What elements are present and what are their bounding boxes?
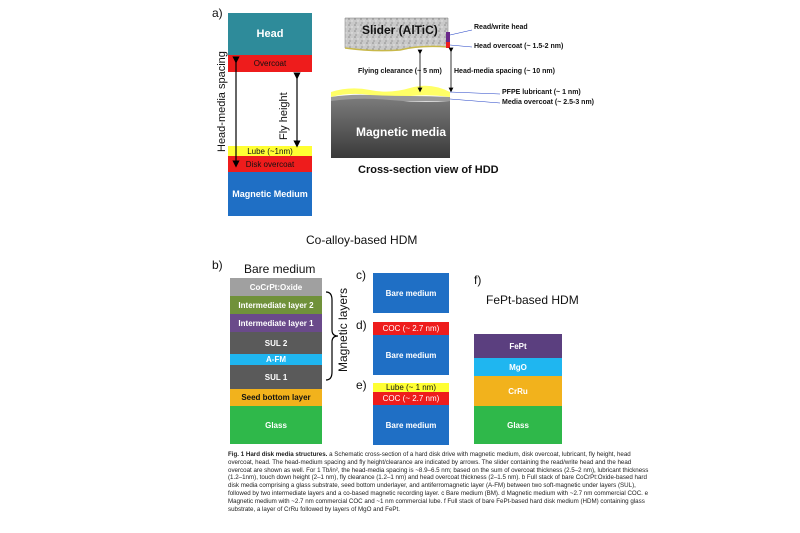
layer-mgo: MgO	[474, 358, 562, 376]
disk-overcoat-label: Disk overcoat	[245, 159, 295, 169]
magnetic-media-block	[331, 98, 450, 158]
layer-cocrpt-oxide: CoCrPt:Oxide	[230, 278, 322, 296]
layer-fept-glass: Glass	[474, 406, 562, 444]
media-overcoat-label: Media overcoat (~ 2.5-3 nm)	[502, 99, 595, 106]
head-overcoat-label: Head overcoat (~ 1.5-2 nm)	[474, 43, 564, 50]
panel-e-bare-medium: Bare medium	[373, 405, 449, 445]
panel-b-label: b)	[212, 258, 223, 272]
hdd-title: Cross-section view of HDD	[358, 164, 499, 176]
read-write-head	[446, 32, 450, 42]
layer-sul-1: SUL 1	[230, 365, 322, 389]
pfpe-label: PFPE lubricant (~ 1 nm)	[502, 89, 581, 96]
lube-layer: Lube (~1nm)	[228, 146, 312, 156]
panel-c-label: c)	[356, 268, 366, 282]
panel-f-title: FePt-based HDM	[486, 293, 579, 307]
layer-afm: A-FM	[230, 354, 322, 365]
magnetic-media-label: Magnetic media	[356, 125, 447, 139]
disk-overcoat-layer: Disk overcoat	[228, 156, 312, 172]
overcoat-label: Overcoat	[253, 59, 287, 68]
read-write-head-label: Read/write head	[474, 24, 528, 31]
lube-label: Lube (~1nm)	[247, 146, 293, 156]
hdd-head-media-spacing-label: Head-media spacing (~ 10 nm)	[454, 68, 555, 75]
panel-c-bare-medium: Bare medium	[373, 273, 449, 313]
head-layer-label: Head	[256, 28, 284, 40]
layer-fept: FePt	[474, 334, 562, 358]
slider-bottom-edge	[344, 45, 449, 52]
magnetic-medium-layer: Magnetic Medium	[228, 172, 312, 216]
co-alloy-title: Co-alloy-based HDM	[306, 233, 418, 247]
layer-intermediate-1: Intermediate layer 1	[230, 314, 322, 332]
head-layer: Head	[228, 13, 312, 55]
panel-e-lube: Lube (~ 1 nm)	[373, 383, 449, 392]
panel-e-coc: COC (~ 2.7 nm)	[373, 392, 449, 405]
layer-glass: Glass	[230, 406, 322, 444]
caption-title: Fig. 1 Hard disk media structures.	[228, 451, 328, 458]
panel-e-label: e)	[356, 378, 367, 392]
flying-clearance-label: Flying clearance (~ 5 nm)	[358, 68, 442, 75]
panel-a-label: a)	[212, 6, 223, 20]
layer-sul-2: SUL 2	[230, 332, 322, 354]
head-overcoat-mark	[446, 42, 450, 48]
magnetic-medium-label: Magnetic Medium	[232, 189, 308, 199]
head-overcoat-layer: Overcoat	[228, 55, 312, 72]
layer-seed-bottom: Seed bottom layer	[230, 389, 322, 406]
panel-d-coc: COC (~ 2.7 nm)	[373, 322, 449, 335]
layer-intermediate-2: Intermediate layer 2	[230, 296, 322, 314]
caption-text: a Schematic cross-section of a hard disk…	[228, 451, 649, 513]
panel-f-label: f)	[474, 273, 482, 287]
magnetic-layers-label: Magnetic layers	[336, 287, 350, 372]
layer-crru: CrRu	[474, 376, 562, 406]
panel-d-bare-medium: Bare medium	[373, 335, 449, 375]
slider-label: Slider (AlTiC)	[362, 23, 438, 37]
figure-caption: Fig. 1 Hard disk media structures. a Sch…	[228, 451, 656, 513]
panel-b-title: Bare medium	[244, 262, 316, 276]
panel-d-label: d)	[356, 318, 367, 332]
